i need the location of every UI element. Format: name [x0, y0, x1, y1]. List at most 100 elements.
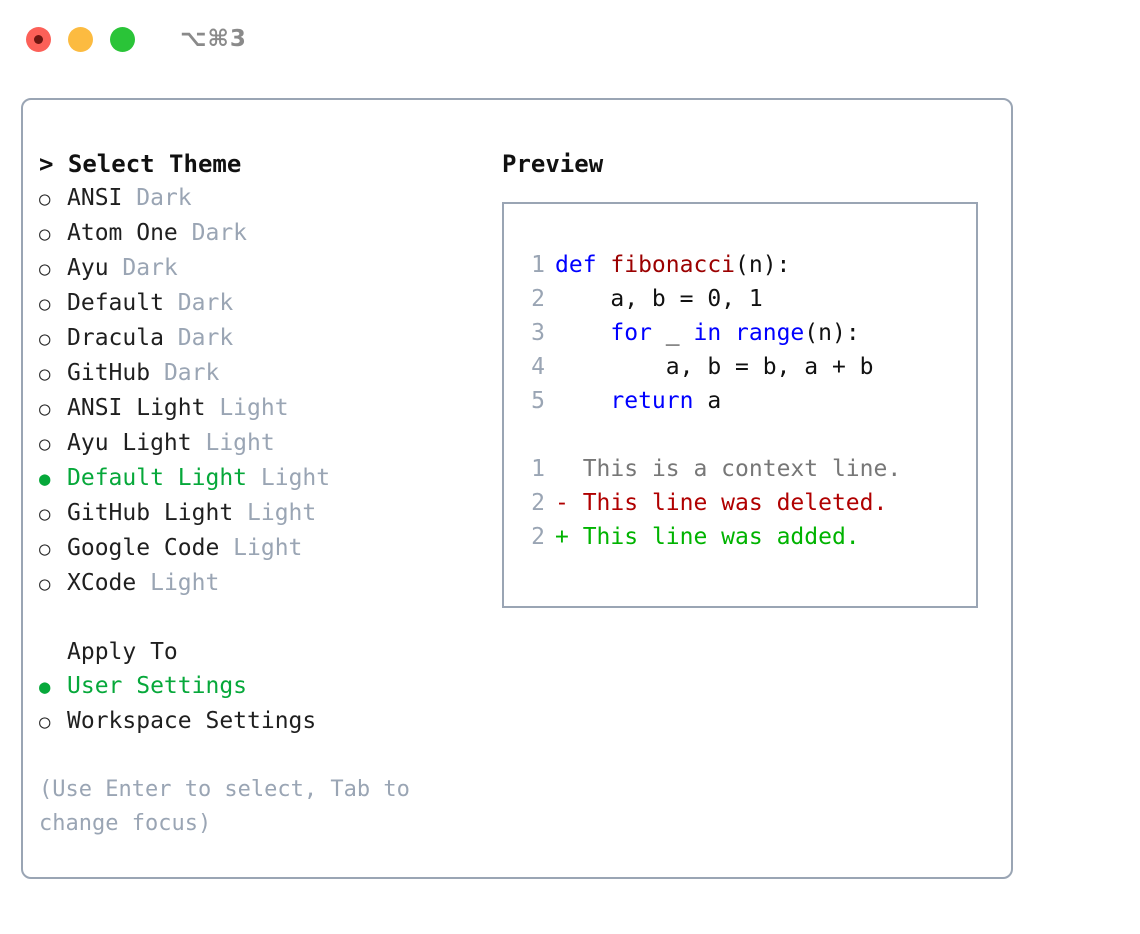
code-token: range [735, 320, 805, 346]
code-token: in [693, 320, 722, 346]
code-token [721, 320, 735, 346]
code-line: 5 return a [504, 384, 976, 418]
radio-selected-icon: ● [39, 676, 51, 698]
apply-to-option-label: User Settings [67, 673, 248, 699]
code-token: a [693, 388, 722, 414]
line-number: 2 [531, 286, 545, 312]
select-theme-heading: > Select Theme [39, 150, 242, 178]
theme-option-github-light[interactable]: ○GitHub Light Light [39, 496, 493, 531]
theme-option-atom-one[interactable]: ○Atom One Dark [39, 216, 493, 251]
diff-marker: + [555, 524, 569, 550]
apply-to-option-label: Workspace Settings [67, 708, 317, 734]
diff-line: 2 + This line was added. [504, 520, 976, 554]
code-token: for [610, 320, 652, 346]
theme-option-tag: Dark [163, 360, 220, 386]
radio-unselected-icon: ○ [39, 223, 51, 245]
line-number: 1 [531, 456, 545, 482]
line-number: 2 [531, 490, 545, 516]
apply-to-heading: Apply To [67, 639, 178, 665]
line-number: 5 [531, 388, 545, 414]
apply-to-list[interactable]: ● User Settings ○ Workspace Settings [39, 669, 493, 739]
theme-option-label: GitHub Light [67, 500, 248, 526]
record-dot-icon [34, 34, 43, 44]
diff-line: 2- This line was deleted. [504, 486, 976, 520]
theme-option-ansi-light[interactable]: ○ANSI Light Light [39, 391, 493, 426]
code-token: _ [651, 320, 694, 346]
code-diff-gap [504, 418, 976, 452]
theme-selector-column: > Select Theme ○ANSI Dark○Atom One Dark○… [23, 147, 493, 877]
zoom-button[interactable] [110, 26, 135, 52]
radio-unselected-icon: ○ [39, 573, 51, 595]
diff-marker [555, 456, 569, 482]
theme-option-label: Atom One [67, 220, 192, 246]
radio-selected-icon: ● [39, 468, 51, 490]
line-number: 4 [531, 354, 545, 380]
theme-option-ayu[interactable]: ○Ayu Dark [39, 251, 493, 286]
theme-option-ansi[interactable]: ○ANSI Dark [39, 181, 493, 216]
code-token: a, b = b, a + b [555, 354, 874, 380]
code-token: (n): [735, 252, 791, 278]
apply-to-option-workspace-settings[interactable]: ○ Workspace Settings [39, 704, 493, 739]
traffic-lights [26, 26, 135, 52]
theme-option-xcode[interactable]: ○ XCode Light [39, 566, 493, 601]
line-number: 1 [531, 252, 545, 278]
radio-unselected-icon: ○ [39, 293, 51, 315]
theme-option-tag: Light [260, 465, 331, 491]
close-button[interactable] [26, 26, 51, 52]
diff-text: This line was deleted. [568, 490, 888, 516]
radio-unselected-icon: ○ [39, 433, 51, 455]
theme-option-label: XCode [67, 570, 151, 596]
radio-unselected-icon: ○ [39, 538, 51, 560]
theme-option-label: Default [67, 290, 178, 316]
radio-unselected-icon: ○ [39, 328, 51, 350]
theme-option-label: GitHub [67, 360, 164, 386]
theme-option-ayu-light[interactable]: ○ Ayu Light Light [39, 426, 493, 461]
radio-unselected-icon: ○ [39, 398, 51, 420]
theme-option-default[interactable]: ○Default Dark [39, 286, 493, 321]
diff-marker: - [555, 490, 569, 516]
theme-option-tag: Light [150, 570, 220, 596]
theme-option-dracula[interactable]: ○ Dracula Dark [39, 321, 493, 356]
theme-option-tag: Light [247, 500, 317, 526]
code-token: (n): [804, 320, 860, 346]
theme-option-label: Dracula [67, 325, 178, 351]
keyboard-hint-text: (Use Enter to select, Tab to change focu… [39, 777, 424, 836]
apply-to-option-user-settings[interactable]: ● User Settings [39, 669, 493, 704]
theme-option-label: Default Light [67, 465, 261, 491]
theme-option-tag: Dark [177, 325, 234, 351]
title-bar: ⌥⌘3 [0, 0, 1140, 78]
theme-option-default-light[interactable]: ● Default Light Light [39, 461, 493, 496]
theme-option-tag: Light [205, 430, 275, 456]
minimize-button[interactable] [68, 26, 93, 52]
radio-unselected-icon: ○ [39, 711, 51, 733]
preview-heading: Preview [502, 150, 604, 178]
theme-option-tag: Light [233, 535, 303, 561]
code-token: a, b = 0, 1 [555, 286, 763, 312]
theme-option-label: Google Code [67, 535, 234, 561]
code-line: 3 for _ in range(n): [504, 316, 976, 350]
code-token: fibonacci [610, 252, 736, 278]
theme-option-tag: Dark [122, 255, 178, 281]
code-token [555, 320, 610, 346]
diff-line: 1 This is a context line. [504, 452, 976, 486]
theme-option-label: ANSI Light [67, 395, 220, 421]
diff-text: This line was added. [568, 524, 860, 550]
line-number: 3 [531, 320, 545, 346]
list-spacer [39, 601, 493, 635]
code-line: 4 a, b = b, a + b [504, 350, 976, 384]
theme-option-tag: Dark [136, 185, 192, 211]
theme-option-github[interactable]: ○ GitHub Dark [39, 356, 493, 391]
code-token [555, 388, 610, 414]
theme-option-label: Ayu Light [67, 430, 206, 456]
diff-text: This is a context line. [568, 456, 902, 482]
radio-unselected-icon: ○ [39, 188, 51, 210]
line-number: 2 [531, 524, 545, 550]
code-line: 2 a, b = 0, 1 [504, 282, 976, 316]
theme-option-google-code[interactable]: ○ Google Code Light [39, 531, 493, 566]
radio-unselected-icon: ○ [39, 363, 51, 385]
theme-list[interactable]: ○ANSI Dark○Atom One Dark○Ayu Dark○Defaul… [39, 181, 493, 601]
